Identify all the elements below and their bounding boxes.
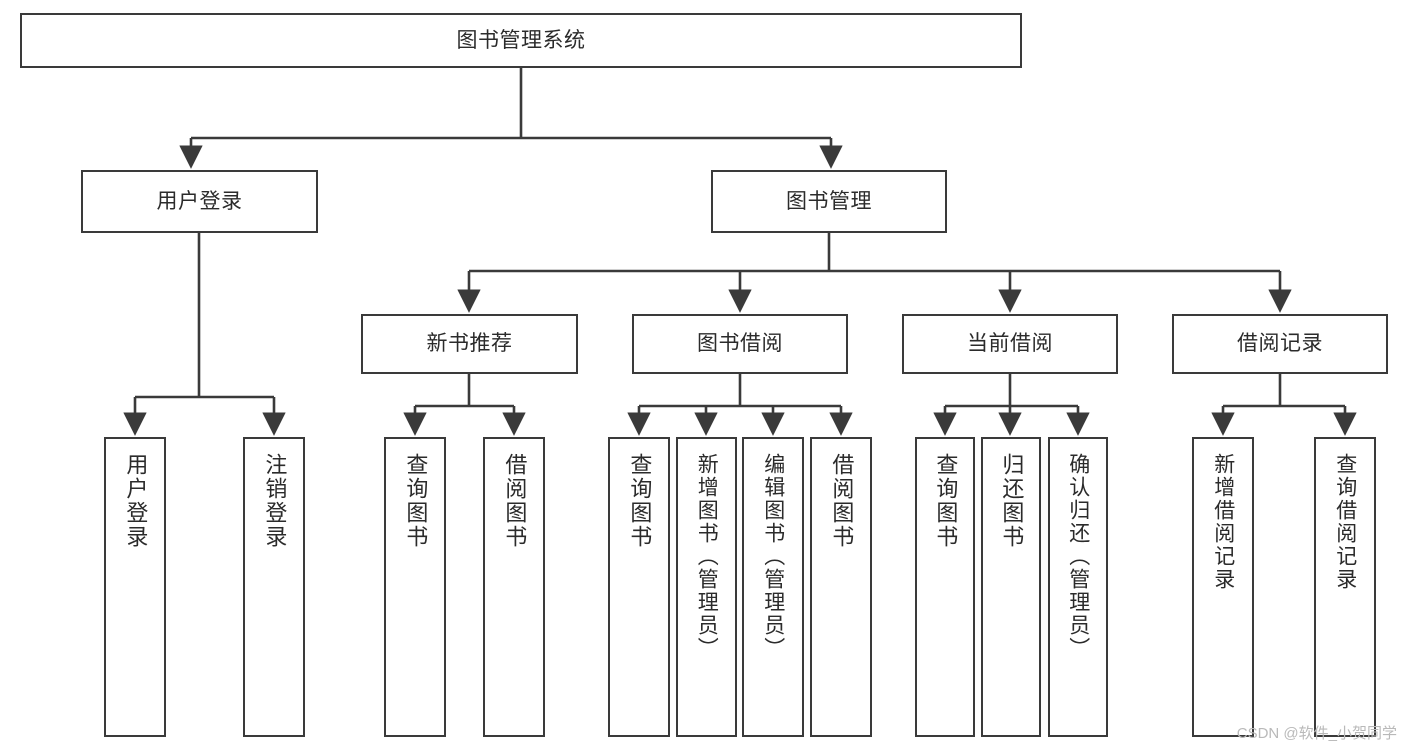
node-label: 查询图书 bbox=[627, 453, 653, 549]
node-borrow-record[interactable]: 借阅记录 bbox=[1172, 314, 1388, 374]
leaf-borrow-book-recommend[interactable]: 借阅图书 bbox=[483, 437, 545, 737]
leaf-edit-book[interactable]: 编辑图书（管理员） bbox=[742, 437, 804, 737]
node-label: 编辑图书（管理员） bbox=[761, 453, 785, 660]
leaf-add-book[interactable]: 新增图书（管理员） bbox=[676, 437, 737, 737]
node-label: 新增图书（管理员） bbox=[695, 453, 719, 660]
node-label: 图书借阅 bbox=[697, 332, 783, 356]
node-label: 确认归还（管理员） bbox=[1066, 453, 1090, 660]
node-label: 图书管理系统 bbox=[456, 28, 586, 52]
leaf-return-book[interactable]: 归还图书 bbox=[981, 437, 1041, 737]
leaf-query-book-recommend[interactable]: 查询图书 bbox=[384, 437, 446, 737]
leaf-confirm-return[interactable]: 确认归还（管理员） bbox=[1048, 437, 1108, 737]
leaf-user-logout[interactable]: 注销登录 bbox=[243, 437, 305, 737]
node-current-borrow[interactable]: 当前借阅 bbox=[902, 314, 1118, 374]
node-label: 查询图书 bbox=[403, 453, 429, 549]
node-label: 新增借阅记录 bbox=[1211, 453, 1235, 591]
node-root-system[interactable]: 图书管理系统 bbox=[20, 13, 1022, 68]
node-label: 归还图书 bbox=[999, 453, 1025, 549]
node-label: 注销登录 bbox=[262, 453, 288, 549]
leaf-query-book-current[interactable]: 查询图书 bbox=[915, 437, 975, 737]
node-label: 图书管理 bbox=[786, 189, 872, 213]
leaf-add-borrow-record[interactable]: 新增借阅记录 bbox=[1192, 437, 1254, 737]
node-label: 用户登录 bbox=[156, 189, 243, 213]
node-user-login[interactable]: 用户登录 bbox=[81, 170, 318, 233]
node-label: 新书推荐 bbox=[426, 332, 513, 356]
node-new-book-recommend[interactable]: 新书推荐 bbox=[361, 314, 578, 374]
node-label: 借阅记录 bbox=[1237, 332, 1323, 356]
node-label: 查询借阅记录 bbox=[1333, 453, 1357, 591]
node-label: 查询图书 bbox=[933, 453, 959, 549]
node-label: 当前借阅 bbox=[967, 332, 1053, 356]
node-label: 借阅图书 bbox=[829, 453, 855, 549]
node-book-manage[interactable]: 图书管理 bbox=[711, 170, 947, 233]
leaf-user-login[interactable]: 用户登录 bbox=[104, 437, 166, 737]
node-book-borrow[interactable]: 图书借阅 bbox=[632, 314, 848, 374]
leaf-borrow-book[interactable]: 借阅图书 bbox=[810, 437, 872, 737]
node-label: 借阅图书 bbox=[502, 453, 528, 549]
node-label: 用户登录 bbox=[123, 453, 149, 549]
leaf-query-borrow-record[interactable]: 查询借阅记录 bbox=[1314, 437, 1376, 737]
leaf-query-book-borrow[interactable]: 查询图书 bbox=[608, 437, 670, 737]
